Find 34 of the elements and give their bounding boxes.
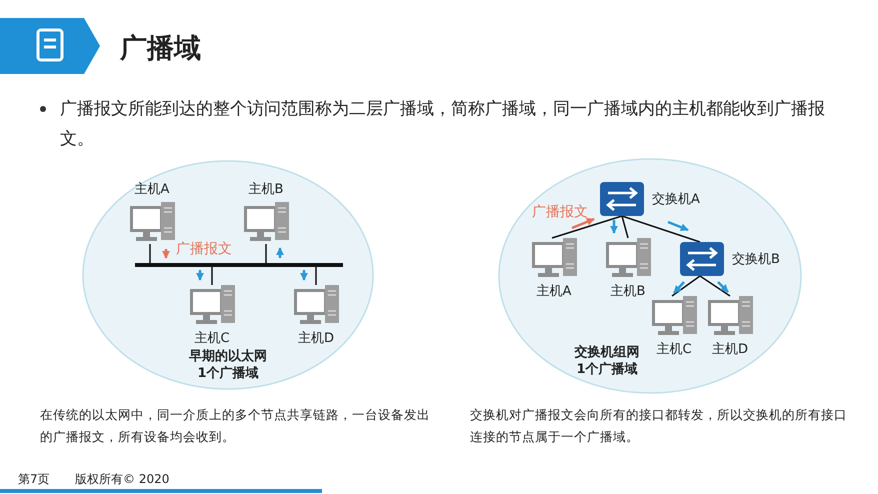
host-label: 主机B [248,182,284,198]
host-node [128,182,176,244]
connection-line [315,265,317,285]
connection-line [622,215,700,243]
switch-label: 交换机B [732,251,780,268]
host-label: 主机C [193,331,231,347]
host-label: 主机B [610,284,646,300]
switch-label: 交换机A [652,191,700,208]
broadcast-domain-ellipse [498,158,802,394]
connection-line [700,275,730,297]
host-label: 主机D [296,331,335,347]
host-label: 主机A [134,182,170,198]
connection-line [149,244,151,265]
connection-line [672,275,700,297]
copyright-text: 版权所有© 2020 [75,471,170,487]
host-node [242,182,290,244]
connection-line [265,244,267,265]
bullet-text: 广播报文所能到达的整个访问范围称为二层广播域，简称广播域，同一广播域内的主机都能收到广播报文。 [60,98,826,151]
connection-line [552,215,622,239]
host-label: 主机C [655,342,693,358]
caption-text: 在传统的以太网中，同一介质上的多个节点共享链路，一台设备发出的广播报文，所有设备均会收到。 [40,406,430,446]
message-label: 广播报文 [532,203,588,221]
host-label: 主机D [710,342,749,358]
slide-title: 广播域 [120,32,201,66]
host-label: 主机A [536,284,572,300]
ethernet-bus [135,263,343,267]
domain-label: 交换机组网 1个广播域 [574,344,640,378]
caption-text: 交换机对广播报文会向所有的接口都转发，所以交换机的所有接口连接的节点属于一个广播域。 [470,406,848,446]
broadcast-domain-ellipse [82,160,374,390]
message-label: 广播报文 [176,240,232,258]
connection-line [211,265,213,285]
connection-line [621,216,629,238]
domain-label: 早期的以太网 1个广播域 [188,348,268,382]
page-number: 第7页 [18,471,50,487]
